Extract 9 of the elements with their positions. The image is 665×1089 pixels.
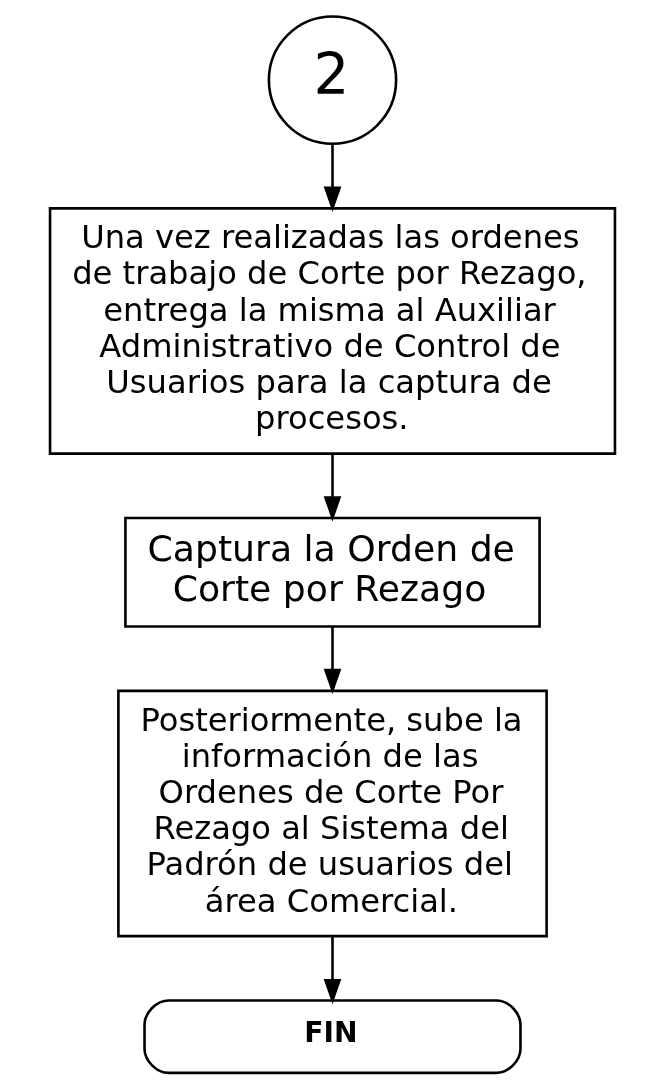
arrow <box>323 626 342 695</box>
node-box: FIN <box>143 999 522 1075</box>
node-circle: 2 <box>267 15 398 145</box>
arrow <box>323 453 342 522</box>
node-box: Una vez realizadas las ordenes de trabajo de Corte por Rezago, entrega la misma al Auxiliar Administrativo de Control de Usuarios para la captura de procesos. <box>48 207 617 455</box>
arrow <box>323 936 342 1005</box>
arrow <box>323 144 342 212</box>
node-box: Posteriormente, sube la información de las Ordenes de Corte Por Rezago al Sistema del Padrón de usuarios del área Comercial. <box>117 689 548 938</box>
node-box: Captura la Orden de Corte por Rezago <box>124 516 541 628</box>
